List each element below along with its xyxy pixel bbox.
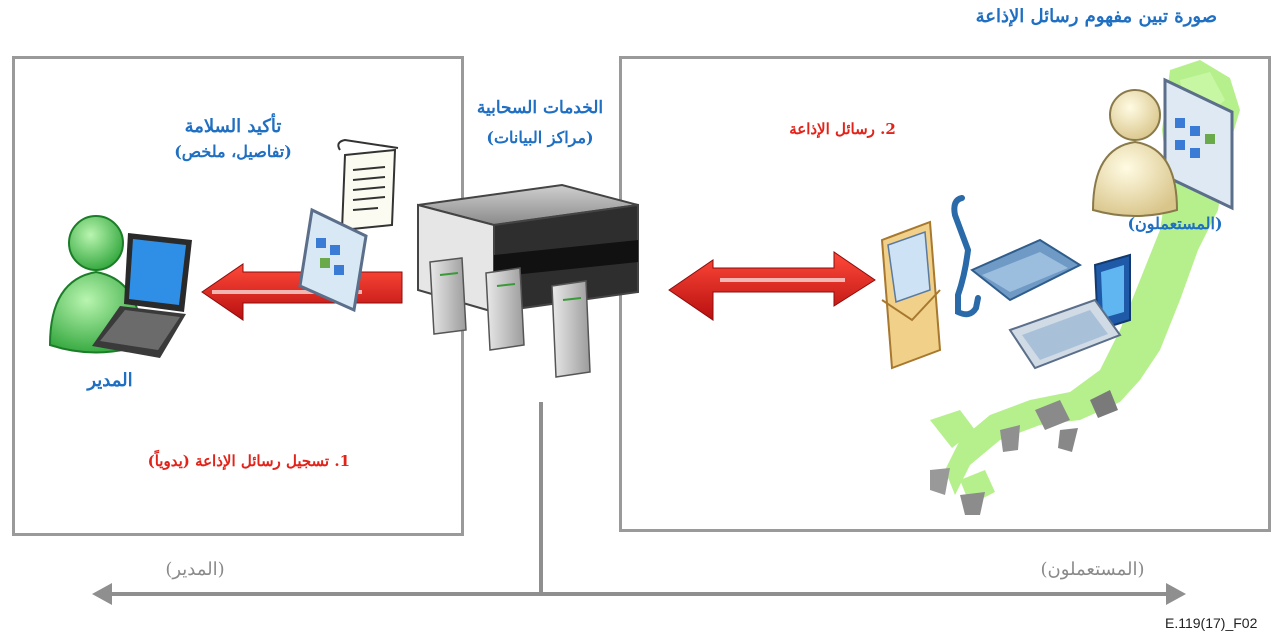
arrow-to-users-icon <box>668 251 876 321</box>
envelope-icon <box>880 220 942 370</box>
safety-confirmation-label: تأكيد السلامة <box>184 116 282 137</box>
laptop-icon <box>92 233 192 358</box>
data-centers-label: (مراكز البيانات) <box>486 128 594 147</box>
mobile-device-icon <box>1008 253 1131 370</box>
step2-broadcast-label: 2. رسائل الإذاعة <box>789 120 896 138</box>
users-label: (المستعملون) <box>1127 214 1223 233</box>
user-person-icon <box>1091 89 1179 217</box>
admin-label: المدير <box>87 370 133 391</box>
server-rack-icon <box>429 257 591 378</box>
figure-title: صورة تبين مفهوم رسائل الإذاعة <box>975 6 1217 27</box>
step1-register-label: 1. تسجيل رسائل الإذاعة (يدوياً) <box>147 452 350 470</box>
bottom-axis-arrow <box>92 402 1186 605</box>
figure-code: E.119(17)_F02 <box>1165 615 1258 631</box>
user-screen-icon <box>1163 77 1234 211</box>
scroll-document-icon <box>337 138 399 232</box>
safety-details-label: (تفاصيل، ملخص) <box>174 142 292 161</box>
axis-users-label: (المستعملون) <box>1040 559 1145 580</box>
cloud-services-label: الخدمات السحابية <box>476 98 604 118</box>
telephone-icon <box>951 195 1083 318</box>
axis-admin-label: (المدير) <box>165 559 225 580</box>
tablet-screen-icon <box>298 207 368 313</box>
